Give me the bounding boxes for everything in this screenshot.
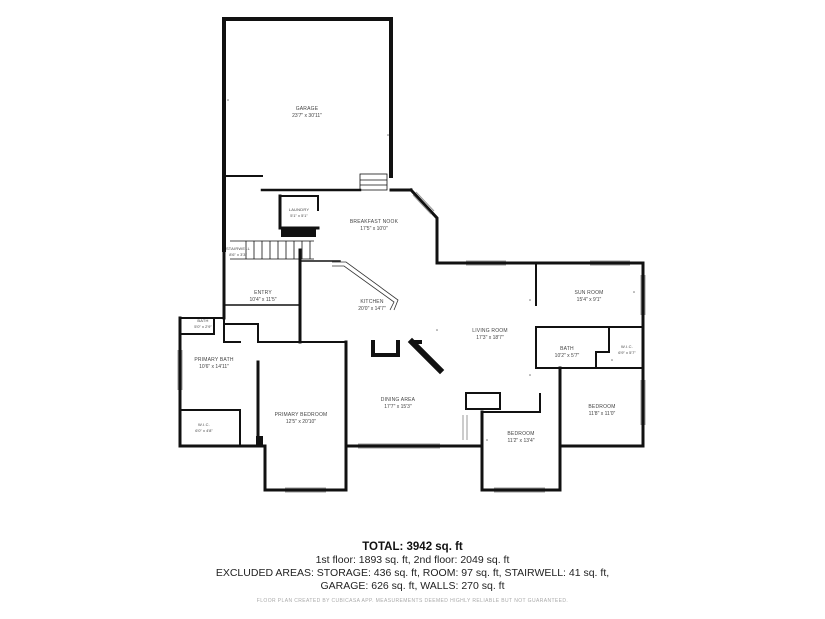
room-dims: 17'3" x 18'7"	[476, 335, 504, 341]
room-name: BATH	[560, 346, 574, 352]
room-dims: 5'1" x 5'1"	[290, 213, 308, 218]
room-name: W.I.C.	[198, 422, 210, 427]
fixture-dots	[227, 99, 635, 441]
room-name: LAUNDRY	[289, 207, 310, 212]
room-labels: GARAGE 23'7" x 30'11" LAUNDRY 5'1" x 5'1…	[194, 106, 636, 444]
room-dims: 10'6" x 14'11"	[199, 364, 229, 370]
total-area: TOTAL: 3942 sq. ft	[362, 541, 463, 553]
excluded-areas: EXCLUDED AREAS: STORAGE: 436 sq. ft, ROO…	[215, 567, 610, 579]
area-summary: TOTAL: 3942 sq. ft 1st floor: 1893 sq. f…	[0, 541, 825, 593]
room-name: STAIRWELL	[226, 246, 251, 251]
room-dims: 11'8" x 11'0"	[589, 411, 616, 417]
room-name: KITCHEN	[360, 299, 384, 305]
windows	[177, 191, 646, 493]
room-name: BEDROOM	[507, 431, 534, 437]
room-dims: 20'0" x 14'7"	[358, 306, 386, 312]
room-name: BATH	[197, 318, 208, 323]
stairwell-steps	[230, 240, 314, 260]
room-dims: 5'0" x 2'9"	[194, 324, 212, 329]
room-dims: 12'5" x 20'10"	[286, 419, 316, 425]
disclaimer: FLOOR PLAN CREATED BY CUBICASA APP. MEAS…	[256, 598, 569, 604]
room-dims: 17'5" x 10'0"	[360, 226, 388, 232]
room-name: PRIMARY BEDROOM	[275, 412, 328, 418]
room-dims: 15'4" x 9'1"	[577, 297, 602, 303]
room-name: SUN ROOM	[574, 290, 603, 296]
room-dims: 8'6" x 3'3"	[229, 252, 247, 257]
room-name: ENTRY	[254, 290, 272, 296]
room-name: PRIMARY BATH	[194, 357, 234, 363]
room-name: LIVING ROOM	[472, 328, 508, 334]
room-dims: 11'2" x 13'4"	[507, 438, 534, 444]
garage-steps	[359, 173, 388, 191]
room-name: BREAKFAST NOOK	[350, 219, 399, 225]
room-dims: 6'9" x 5'7"	[618, 350, 636, 355]
room-dims: 10'2" x 5'7"	[555, 353, 580, 359]
room-dims: 23'7" x 30'11"	[292, 113, 322, 119]
kitchen-counter	[332, 261, 399, 311]
floor-plan: GARAGE 23'7" x 30'11" LAUNDRY 5'1" x 5'1…	[177, 17, 646, 493]
room-dims: 10'4" x 11'5"	[249, 297, 276, 303]
room-name: DINING AREA	[381, 397, 416, 403]
walls	[178, 17, 645, 492]
floor-areas: 1st floor: 1893 sq. ft, 2nd floor: 2049 …	[315, 554, 510, 566]
room-name: GARAGE	[296, 106, 319, 112]
room-name: BEDROOM	[588, 404, 615, 410]
garage-walls-areas: GARAGE: 626 sq. ft, WALLS: 270 sq. ft	[320, 580, 505, 592]
room-dims: 6'0" x 4'8"	[195, 428, 213, 433]
room-dims: 17'7" x 15'3"	[384, 404, 412, 410]
room-name: W.I.C.	[621, 344, 633, 349]
